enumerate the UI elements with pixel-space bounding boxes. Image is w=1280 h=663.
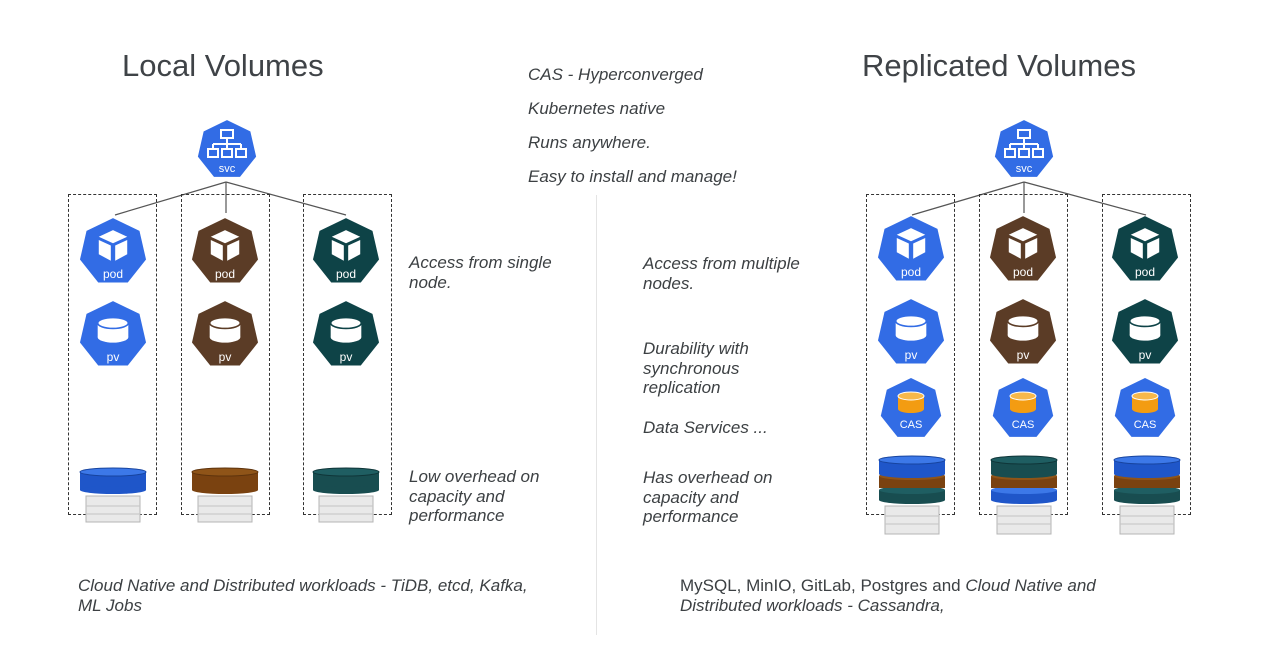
pv-icon-blue: pv xyxy=(876,298,946,368)
pod-icon-blue: pod xyxy=(78,217,148,287)
pod-icon-teal: pod xyxy=(311,217,381,287)
pv-label: pv xyxy=(218,350,232,364)
center-point-4: Easy to install and manage! xyxy=(528,167,737,186)
svc-label: svc xyxy=(218,163,236,175)
pod-label: pod xyxy=(1134,265,1156,279)
note-line: nodes. xyxy=(643,273,695,293)
caption-italic-part: Cloud Native and xyxy=(965,576,1096,595)
note-line: Access from multiple xyxy=(643,254,800,273)
pv-label: pv xyxy=(106,350,120,364)
note-line: capacity and xyxy=(643,487,739,507)
pod-icon-brown: pod xyxy=(190,217,260,287)
note-line: capacity and xyxy=(409,486,505,506)
note-line: Durability with xyxy=(643,339,749,358)
pod-label: pod xyxy=(900,265,922,279)
cas-icon: CAS xyxy=(991,377,1055,441)
cas-icon: CAS xyxy=(879,377,943,441)
note-line: Has overhead on xyxy=(643,468,773,487)
cas-icon: CAS xyxy=(1113,377,1177,441)
caption-normal-part: MySQL, MinIO, GitLab, Postgres and xyxy=(680,576,966,595)
pod-icon-teal: pod xyxy=(1110,215,1180,285)
pv-label: pv xyxy=(1016,348,1030,362)
svc-icon-right: svc xyxy=(992,118,1056,182)
pod-label: pod xyxy=(1012,265,1034,279)
right-bottom-caption: MySQL, MinIO, GitLab, Postgres and Cloud… xyxy=(680,576,1096,616)
caption-line-1: MySQL, MinIO, GitLab, Postgres and Cloud… xyxy=(680,576,1096,596)
stacked-disk-server-icon xyxy=(877,454,947,536)
disk-server-icon-brown xyxy=(190,466,260,526)
pod-icon-brown: pod xyxy=(988,215,1058,285)
disk-server-icon-blue xyxy=(78,466,148,526)
pod-label: pod xyxy=(335,267,357,281)
center-point-1: CAS - Hyperconverged xyxy=(528,65,703,84)
svc-icon-left: svc xyxy=(195,118,259,182)
note-line: synchronous xyxy=(643,358,740,378)
note-line: performance xyxy=(409,506,505,525)
right-overhead-note: Has overhead on capacity and performance xyxy=(643,468,772,527)
note-line: node. xyxy=(409,272,452,292)
right-title: Replicated Volumes xyxy=(862,48,1136,83)
center-point-3: Runs anywhere. xyxy=(528,133,651,152)
right-access-note: Access from multiple nodes. xyxy=(643,254,800,293)
caption-line: Cloud Native and Distributed workloads -… xyxy=(78,576,528,595)
left-overhead-note: Low overhead on capacity and performance xyxy=(409,467,539,526)
stacked-disk-server-icon xyxy=(989,454,1059,536)
pv-icon-blue: pv xyxy=(78,300,148,370)
cas-label: CAS xyxy=(899,419,923,431)
right-durability-note: Durability with synchronous replication xyxy=(643,339,749,398)
svc-label: svc xyxy=(1015,163,1033,175)
pod-icon-blue: pod xyxy=(876,215,946,285)
pv-icon-teal: pv xyxy=(1110,298,1180,368)
note-line: Low overhead on xyxy=(409,467,540,486)
pod-label: pod xyxy=(102,267,124,281)
pod-label: pod xyxy=(214,267,236,281)
pv-label: pv xyxy=(339,350,353,364)
cas-label: CAS xyxy=(1011,419,1035,431)
right-data-services-note: Data Services ... xyxy=(643,418,768,437)
pv-icon-brown: pv xyxy=(190,300,260,370)
stacked-disk-server-icon xyxy=(1112,454,1182,536)
center-divider xyxy=(596,195,597,635)
left-title: Local Volumes xyxy=(122,48,324,83)
pv-label: pv xyxy=(904,348,918,362)
center-point-2: Kubernetes native xyxy=(528,99,666,118)
left-access-note: Access from single node. xyxy=(409,253,552,292)
disk-server-icon-teal xyxy=(311,466,381,526)
caption-line-2: Distributed workloads - Cassandra, xyxy=(680,596,945,615)
pv-icon-teal: pv xyxy=(311,300,381,370)
pv-icon-brown: pv xyxy=(988,298,1058,368)
cas-label: CAS xyxy=(1133,419,1157,431)
caption-line: ML Jobs xyxy=(78,596,142,615)
left-bottom-caption: Cloud Native and Distributed workloads -… xyxy=(78,576,528,616)
note-line: replication xyxy=(643,378,721,397)
note-line: performance xyxy=(643,507,739,526)
note-line: Access from single xyxy=(409,253,552,272)
pv-label: pv xyxy=(1138,348,1152,362)
